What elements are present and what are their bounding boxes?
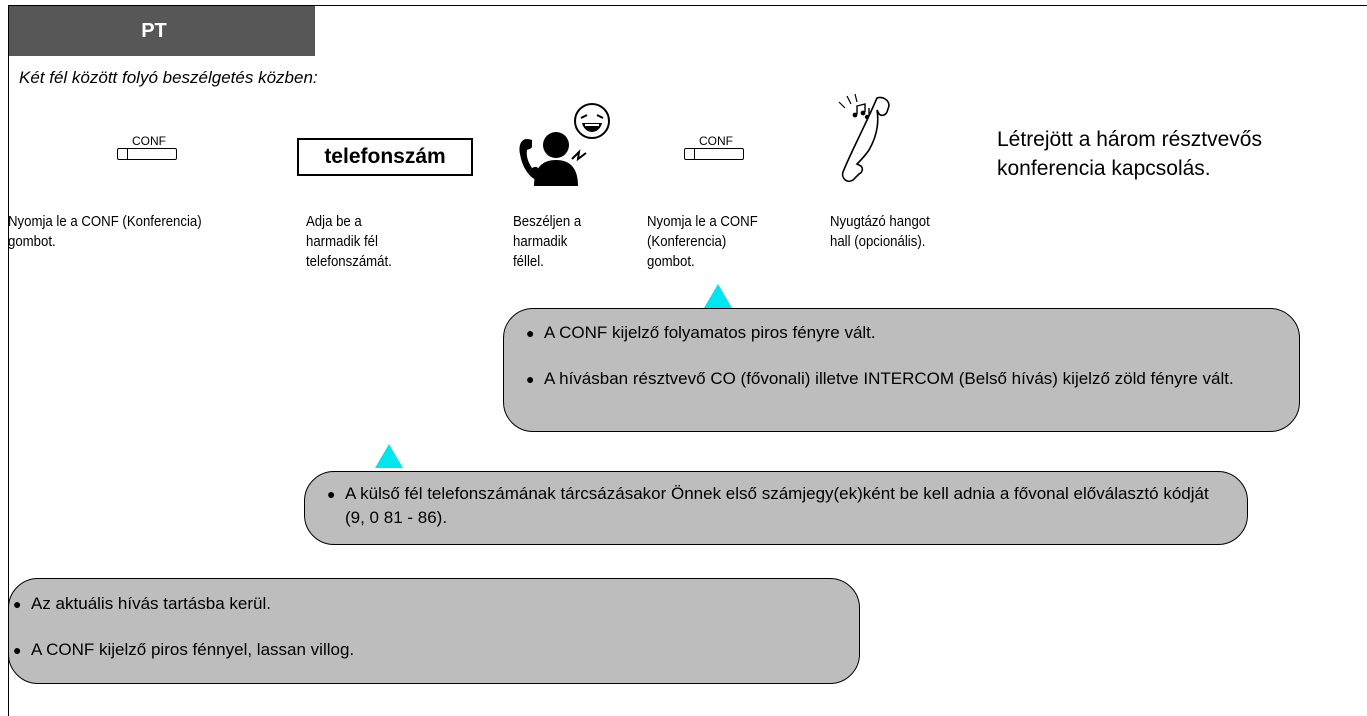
handset-ringing-music-icon (838, 93, 890, 183)
result-line-2: konferencia kapcsolás. (997, 157, 1211, 180)
note-conf-step2-item-2: ● A hívásban résztvevő CO (fővonali) ill… (526, 367, 1286, 391)
bullet-dot: ● (13, 642, 22, 658)
step-1-caption: Nyomja le a CONF (Konferencia) gombot. (8, 213, 202, 250)
note-conf-step2-item-1: ● A CONF kijelző folyamatos piros fényre… (526, 321, 1286, 345)
note-dial-text-1: A külső fél telefonszámának tárcsázásako… (345, 484, 1209, 527)
frame-top-line (8, 5, 1367, 6)
bullet-dot: ● (526, 371, 535, 387)
conf-button-icon-2: CONF (684, 134, 748, 164)
bullet-dot: ● (13, 596, 22, 612)
note-conf-step1-text-2: A CONF kijelző piros fénnyel, lassan vil… (31, 640, 355, 659)
conf-button-icon: CONF (117, 134, 181, 164)
note-conf-step1-item-2: ● A CONF kijelző piros fénnyel, lassan v… (13, 638, 833, 662)
pointer-triangle-step4 (704, 284, 732, 308)
note-conf-step1-text-1: Az aktuális hívás tartásba kerül. (31, 594, 272, 613)
conf-key-shape (117, 148, 177, 160)
telephone-number-box: telefonszám (297, 138, 473, 176)
conf-button-label-2: CONF (699, 134, 733, 148)
intro-text: Két fél között folyó beszélgetés közben: (19, 68, 318, 87)
bullet-dot: ● (327, 486, 336, 502)
pointer-triangle-step2 (375, 444, 403, 468)
note-dial: ● A külső fél telefonszámának tárcsázása… (304, 471, 1248, 545)
result-text: Létrejött a három résztvevős konferencia… (997, 125, 1262, 183)
result-line-1: Létrejött a három résztvevős (997, 128, 1262, 151)
note-conf-step2: ● A CONF kijelző folyamatos piros fényre… (503, 308, 1300, 432)
note-dial-item-1: ● A külső fél telefonszámának tárcsázása… (327, 482, 1227, 530)
note-conf-step2-text-2: A hívásban résztvevő CO (fővonali) illet… (544, 369, 1234, 388)
bullet-dot: ● (526, 325, 535, 341)
frame-left-line (8, 5, 9, 716)
header-tab-label: PT (141, 20, 167, 42)
note-conf-step1: ● Az aktuális hívás tartásba kerül. ● A … (8, 578, 860, 684)
step-5-caption: Nyugtázó hangot hall (opcionális). (830, 213, 930, 250)
note-conf-step1-item-1: ● Az aktuális hívás tartásba kerül. (13, 592, 833, 616)
step-3-caption: Beszéljen a harmadik féllel. (513, 213, 582, 270)
header-tab: PT (9, 6, 315, 56)
step-2-caption: Adja be a harmadik fél telefonszámát. (306, 213, 392, 270)
person-talking-phone-icon (519, 103, 610, 186)
conf-button-label: CONF (132, 134, 166, 148)
conf-key-shape-2 (684, 148, 744, 160)
note-conf-step2-text-1: A CONF kijelző folyamatos piros fényre v… (544, 323, 876, 342)
step-4-caption: Nyomja le a CONF (Konferencia) gombot. (647, 213, 758, 270)
